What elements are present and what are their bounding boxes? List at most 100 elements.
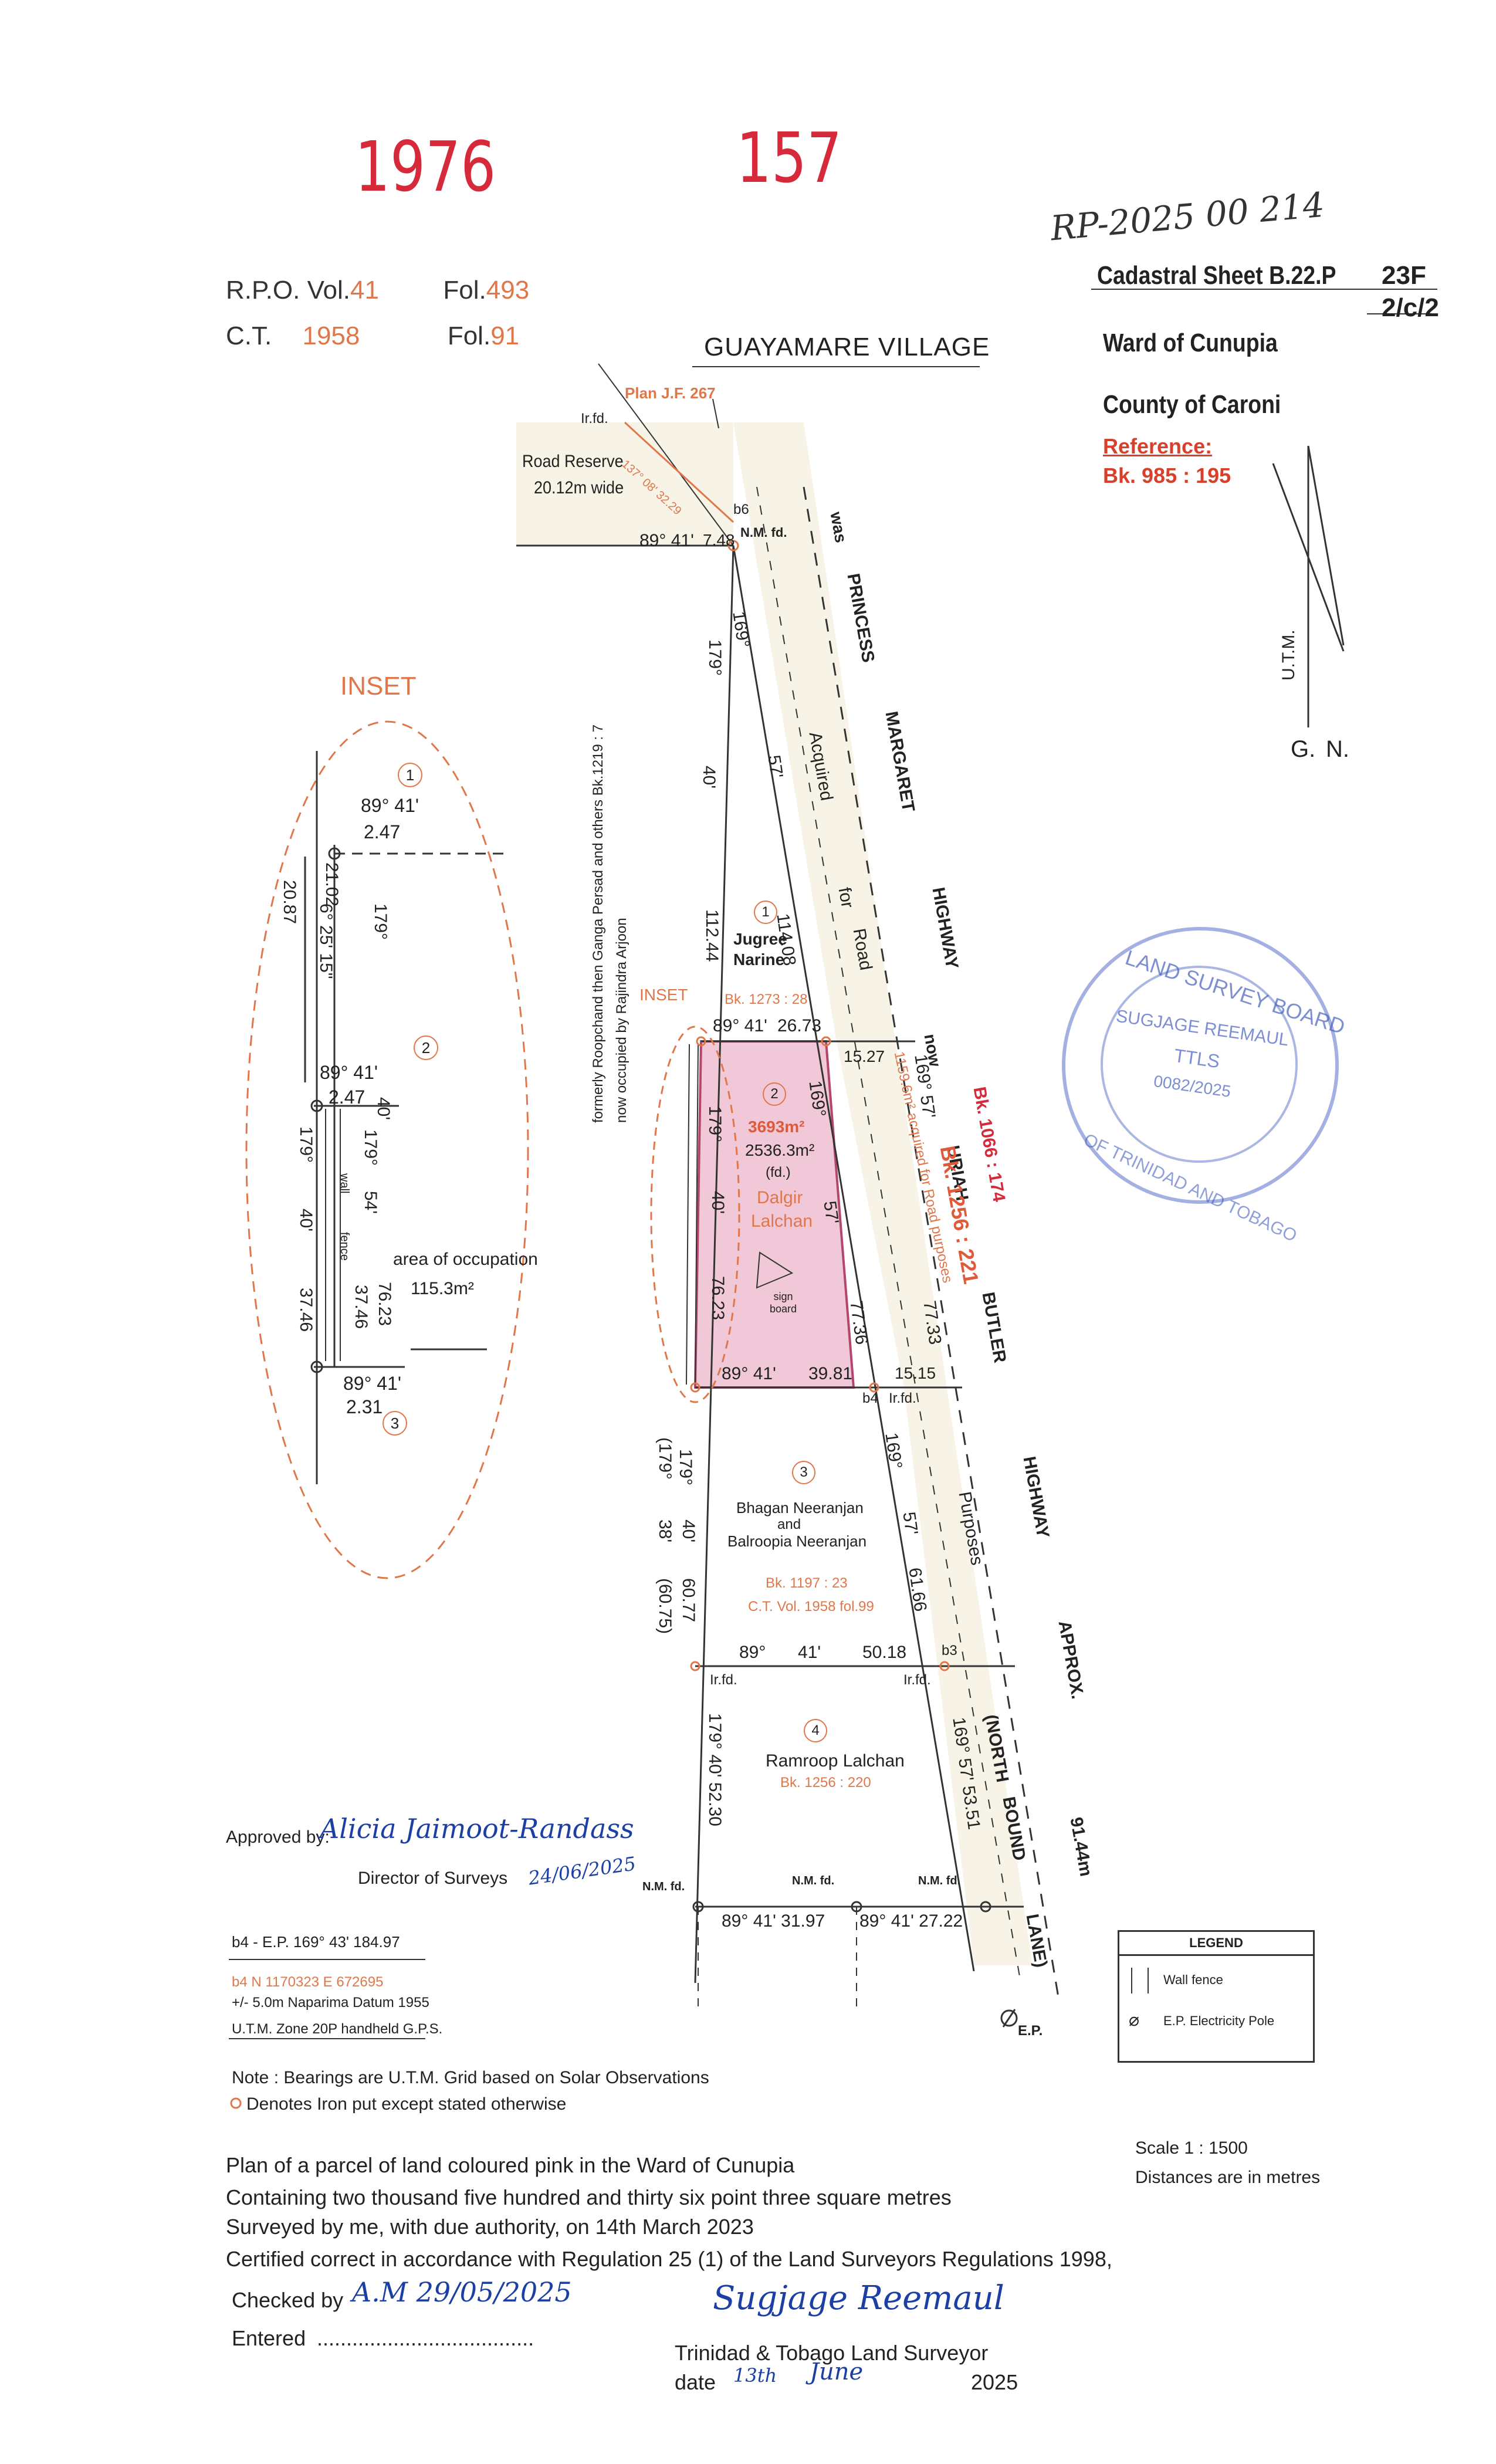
lot-2-right-b2: 57' [820, 1200, 842, 1226]
cert-line-3: Surveyed by me, with due authority, on 1… [226, 2215, 754, 2239]
lot-2-area-total: 3693m² [748, 1118, 805, 1136]
ward: Ward of Cunupia [1103, 329, 1278, 357]
west-owner: formerly Roopchand then Ganga Persad and… [590, 724, 606, 1123]
lot-1-left-b1: 179° [705, 639, 725, 676]
cadastral-sheet: Cadastral Sheet B.22.P [1097, 261, 1336, 290]
entered-label: Entered [232, 2326, 306, 2350]
l3-bottom-b1: 89° [739, 1643, 766, 1662]
lot-1-number: 1 [754, 901, 777, 924]
inset-t2-dist: 2.47 [329, 1087, 365, 1108]
lot-3-name-1: Bhagan Neeranjan [736, 1499, 864, 1517]
b3-label: b3 [942, 1643, 957, 1659]
director-label: Director of Surveys [358, 1869, 508, 1888]
cert-line-4: Certified correct in accordance with Reg… [226, 2247, 1112, 2271]
legend-title: LEGEND [1119, 1932, 1313, 1956]
lot-4-name: Ramroop Lalchan [766, 1751, 905, 1771]
l3-bottom-dist: 50.18 [862, 1643, 907, 1662]
inset-d-21-02: 21.02 [322, 862, 341, 907]
form-lines [229, 289, 1437, 2039]
inset-b-54: 54' [361, 1191, 380, 1214]
ct-fol-label: Fol. [447, 321, 491, 350]
date-label: date [675, 2370, 716, 2394]
inset-title: INSET [340, 672, 417, 700]
reserve-north-edge [712, 398, 719, 429]
lot-2-name-2: Lalchan [751, 1211, 813, 1231]
inset-d-37-46b: 37.46 [351, 1285, 371, 1329]
ct-fol: 91 [490, 321, 520, 350]
lot-1-name-1: Jugree [733, 930, 787, 948]
surveyor-title: Trinidad & Tobago Land Surveyor [675, 2341, 989, 2365]
nail-markers [692, 1901, 991, 1913]
north-arrow [1272, 445, 1345, 727]
plan-jf: Plan J.F. 267 [625, 384, 716, 402]
inset-d-37-46: 37.46 [296, 1288, 316, 1332]
lot-3-left-1: 179° [676, 1449, 695, 1486]
entered-dots: ..................................... [317, 2326, 534, 2350]
scale-label: Scale 1 : 1500 [1135, 2138, 1248, 2158]
road-reserve-width: 20.12m wide [534, 478, 624, 497]
ir-fd-top: Ir.fd. [581, 411, 608, 427]
lot-3-name-2: Balroopia Neeranjan [727, 1532, 867, 1550]
inset-d-20-87: 20.87 [280, 880, 299, 925]
highway-strip-fill [733, 422, 1033, 1965]
l1-bottom-bearing: 89° 41' [713, 1016, 767, 1035]
inset-d-76-23: 76.23 [375, 1282, 394, 1326]
reserve-diag [624, 421, 735, 523]
rpo-fol: 493 [486, 276, 530, 304]
lot-3-ref-2: C.T. Vol. 1958 fol.99 [748, 1599, 874, 1615]
distances-label: Distances are in metres [1135, 2168, 1321, 2187]
nm-fd-top: N.M. fd. [740, 525, 787, 540]
wall-fence-symbol [1131, 1968, 1149, 1993]
inset-fence: fence [338, 1232, 351, 1261]
stamp-number: 157 [736, 117, 842, 198]
note-iron: Denotes Iron put except stated otherwise [246, 2094, 567, 2114]
acquired-2: for [834, 886, 858, 910]
rpo-vol: 41 [350, 276, 379, 304]
rpo-line: R.P.O. Vol.41 Fol.493 [226, 276, 529, 305]
lot-1-right-b2: 57' [764, 754, 787, 780]
west-boundary [694, 545, 735, 1984]
highway-inner-edge [756, 486, 1021, 1984]
lot-1-left-b2: 40' [699, 766, 719, 789]
inset-t1-dist: 2.47 [364, 821, 401, 842]
inset-t1-bearing: 89° 41' [361, 795, 419, 816]
inset-wall: wall [338, 1173, 351, 1194]
l1-bottom-dist: 26.73 [777, 1016, 822, 1035]
cert-line-1: Plan of a parcel of land coloured pink i… [226, 2153, 795, 2177]
inset-t3-dist: 2.31 [346, 1396, 383, 1417]
inset-b-40: 40' [374, 1097, 393, 1121]
approved-by: Approved by: [226, 1827, 330, 1847]
stamp-year: 1976 [355, 126, 496, 207]
cadastral-num: 23F [1382, 261, 1426, 290]
lot-1-name-2: Narine [733, 950, 785, 969]
gps-line: U.T.M. Zone 20P handheld G.P.S. [232, 2021, 443, 2037]
lot-3-right-2: 57' [899, 1511, 922, 1536]
iron-symbol-note [230, 2097, 242, 2109]
gn-label-n: N. [1326, 736, 1349, 762]
lot-2-left-d: 76.23 [708, 1276, 727, 1321]
inset-b-179: 179° [371, 903, 390, 940]
inset-circle-2: 2 [414, 1035, 438, 1060]
utm-label: U.T.M. [1279, 629, 1298, 681]
reference-value: Bk. 985 : 195 [1103, 463, 1231, 488]
inset-b-179b: 179° [296, 1126, 316, 1163]
inset-frame [245, 720, 529, 1579]
village-title: GUAYAMARE VILLAGE [704, 333, 990, 361]
lot-4-number: 4 [804, 1719, 827, 1742]
l2-bottom-dist: 39.81 [808, 1364, 853, 1383]
seg-15-27: 15.27 [844, 1047, 885, 1065]
surveyor-signature: Sugjage Reemaul [713, 2279, 1004, 2317]
nm-fd-3: N.M. fd. [918, 1874, 961, 1887]
lot-2-fd: (fd.) [766, 1165, 791, 1180]
inset-tag: INSET [639, 986, 688, 1004]
sign-board-label: sign board [769, 1291, 797, 1315]
road-reserve: Road Reserve [522, 452, 624, 471]
land-survey-seal: LAND SURVEY BOARD OF TRINIDAD AND TOBAGO… [1062, 927, 1348, 1246]
lot-3-and: and [777, 1517, 801, 1532]
bottom-bearing-2: 89° 41' 27.22 [859, 1911, 963, 1931]
west-owner-2: now occupied by Rajindra Arjoon [614, 918, 629, 1123]
nm-fd-2: N.M. fd. [792, 1874, 835, 1887]
inset-callout [650, 1025, 740, 1403]
reference-label: Reference: [1103, 434, 1213, 458]
